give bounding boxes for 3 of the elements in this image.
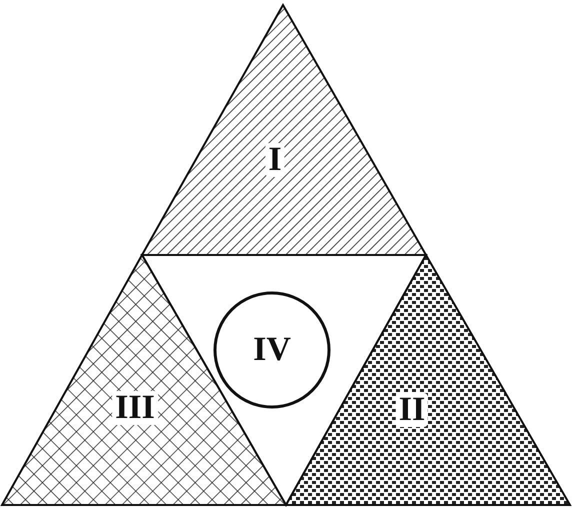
region-numeral: I bbox=[265, 143, 285, 177]
region-numeral: II bbox=[396, 393, 428, 427]
region-numeral: III bbox=[112, 391, 158, 425]
